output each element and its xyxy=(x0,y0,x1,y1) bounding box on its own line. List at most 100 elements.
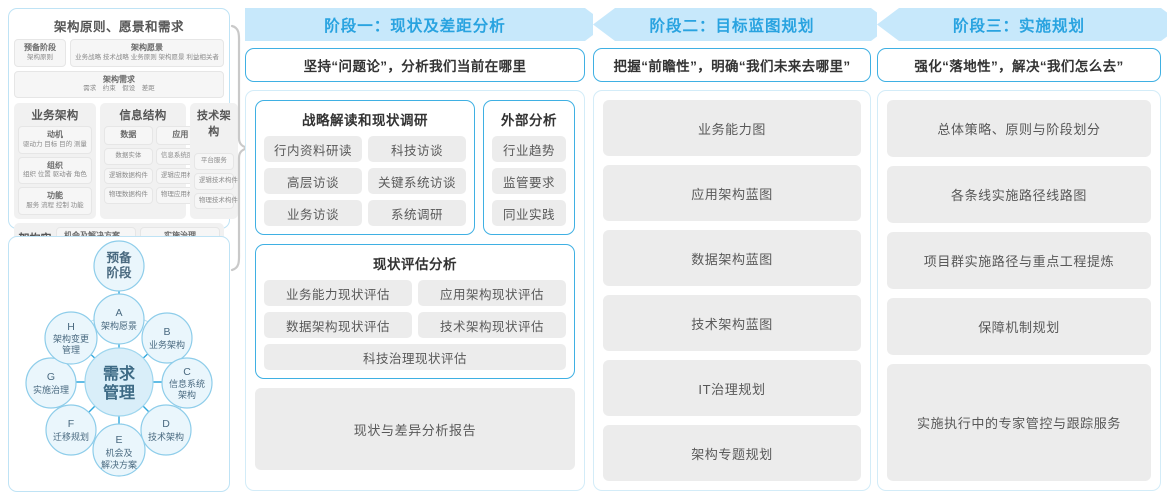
pill-item[interactable]: 科技访谈 xyxy=(368,136,466,162)
phase-1-header: 阶段一：现状及差距分析 xyxy=(245,8,607,41)
togaf-tech-item-1: 逻辑技术构件 xyxy=(193,172,238,190)
pill-item[interactable]: 应用架构现状评估 xyxy=(418,280,566,306)
togaf-requirements-block: 架构需求 需求 约束 假设 差距 xyxy=(14,70,224,99)
togaf-column-technology-title: 技术架构 xyxy=(196,110,231,139)
adm-node-d[interactable] xyxy=(140,404,192,456)
togaf-data-item-1: 逻辑数据构件 xyxy=(103,167,153,185)
adm-node-d-letter: D xyxy=(162,418,170,430)
togaf-block-organization: 组织 组织 位置 驱动者 角色 xyxy=(18,156,92,185)
pill-item[interactable]: 同业实践 xyxy=(492,200,566,226)
togaf-subcolumn-data: 数据 数据实体 逻辑数据构件 物理数据构件 xyxy=(103,126,153,205)
adm-node-f[interactable] xyxy=(45,404,97,456)
togaf-data-item-2-label: 物理数据构件 xyxy=(108,191,148,199)
togaf-adm-cycle-panel: 预备 阶段 需求 管理 A 架构愿景 B 业务架构 C 信息系统 架构 xyxy=(8,236,230,492)
adm-node-h-label-1: 架构变更 xyxy=(53,333,89,344)
card-external-analysis-title: 外部分析 xyxy=(501,113,557,128)
adm-node-c-label-1: 信息系统 xyxy=(169,378,205,389)
phase-1-report-output[interactable]: 现状与差异分析报告 xyxy=(255,388,575,470)
adm-node-e-label-1: 机会及 xyxy=(105,447,132,458)
left-column: 架构原则、愿景和需求 预备阶段 架构原则 架构愿景 业务战略 技术战略 业务原则… xyxy=(8,8,238,492)
togaf-block-function-head: 功能 xyxy=(46,191,63,201)
list-item[interactable]: 应用架构蓝图 xyxy=(603,165,861,221)
togaf-column-information-title: 信息结构 xyxy=(119,110,167,123)
phase-3-body: 总体策略、原则与阶段划分 各条线实施路径线路图 项目群实施路径与重点工程提炼 保… xyxy=(877,90,1161,491)
phase-2-subtitle: 把握“前瞻性”，明确“我们未来去哪里” xyxy=(593,48,871,82)
phase-3-notch-icon xyxy=(877,8,899,41)
list-item[interactable]: 保障机制规划 xyxy=(887,298,1151,356)
adm-node-prelim[interactable] xyxy=(93,240,145,292)
list-item[interactable]: 总体策略、原则与阶段划分 xyxy=(887,100,1151,158)
adm-center-node[interactable] xyxy=(84,347,154,417)
adm-node-e[interactable] xyxy=(92,423,146,477)
togaf-data-item-0: 数据实体 xyxy=(103,147,153,165)
phase-3-subtitle: 强化“落地性”，解决“我们怎么去” xyxy=(877,48,1161,82)
list-item[interactable]: 各条线实施路径线路图 xyxy=(887,166,1151,224)
phase-1-body: 战略解读和现状调研 行内资料研读 科技访谈 高层访谈 关键系统访谈 业务访谈 系 xyxy=(245,90,585,491)
phase-2-header: 阶段二：目标蓝图规划 xyxy=(593,8,893,41)
togaf-app-head: 应用 xyxy=(172,130,189,140)
adm-node-c-label-2: 架构 xyxy=(178,389,196,400)
pill-item[interactable]: 高层访谈 xyxy=(264,168,362,194)
list-item[interactable]: 技术架构蓝图 xyxy=(603,295,861,351)
adm-node-prelim-label-1: 预备 xyxy=(106,250,132,265)
adm-node-a[interactable] xyxy=(93,293,145,345)
pill-item[interactable]: 数据架构现状评估 xyxy=(264,312,412,338)
list-item[interactable]: 业务能力图 xyxy=(603,100,861,156)
togaf-data-item-2: 物理数据构件 xyxy=(103,187,153,205)
adm-node-prelim-label-2: 阶段 xyxy=(106,265,132,280)
togaf-prelim-sub: 架构原则 xyxy=(27,53,53,61)
adm-node-g-letter: G xyxy=(47,371,55,383)
togaf-app-item-0-label: 信息系统服务 xyxy=(160,151,200,159)
phase-3-header-label: 阶段三：实施规划 xyxy=(952,17,1085,35)
adm-node-f-letter: F xyxy=(68,418,74,430)
phase-2-header-label: 阶段二：目标蓝图规划 xyxy=(649,17,815,35)
togaf-block-motivation-head: 动机 xyxy=(46,130,63,140)
togaf-tech-item-0: 平台服务 xyxy=(193,153,234,170)
togaf-vision-block: 架构愿景 业务战略 技术战略 业务原则 架构愿景 利益相关者 xyxy=(70,39,224,67)
togaf-requirements-head: 架构需求 xyxy=(103,74,135,84)
phase-3: 阶段三：实施规划 强化“落地性”，解决“我们怎么去” 总体策略、原则与阶段划分 … xyxy=(877,8,1167,491)
togaf-content-framework-panel: 架构原则、愿景和需求 预备阶段 架构原则 架构愿景 业务战略 技术战略 业务原则… xyxy=(8,8,238,270)
togaf-app-item-1-label: 逻辑应用构件 xyxy=(160,171,200,179)
togaf-tech-item-1-label: 逻辑技术构件 xyxy=(198,176,238,184)
pill-item[interactable]: 监管要求 xyxy=(492,168,566,194)
pill-item[interactable]: 科技治理现状评估 xyxy=(264,344,566,370)
togaf-block-organization-sub: 组织 位置 驱动者 角色 xyxy=(23,171,87,179)
card-strategy-research: 战略解读和现状调研 行内资料研读 科技访谈 高层访谈 关键系统访谈 业务访谈 系 xyxy=(255,100,475,235)
list-item[interactable]: IT治理规划 xyxy=(603,360,861,416)
card-current-state-assessment-title: 现状评估分析 xyxy=(373,257,457,272)
phase-1-header-label: 阶段一：现状及差距分析 xyxy=(324,17,506,35)
adm-node-b[interactable] xyxy=(141,312,193,364)
adm-node-g[interactable] xyxy=(25,357,77,409)
pill-item[interactable]: 业务能力现状评估 xyxy=(264,280,412,306)
togaf-block-organization-head: 组织 xyxy=(46,160,63,170)
adm-node-c[interactable] xyxy=(161,357,213,409)
card-strategy-research-title: 战略解读和现状调研 xyxy=(302,113,428,128)
list-item[interactable]: 架构专题规划 xyxy=(603,425,861,481)
pill-item[interactable]: 系统调研 xyxy=(368,200,466,226)
adm-node-a-label: 架构愿景 xyxy=(101,320,137,331)
list-item[interactable]: 实施执行中的专家管控与跟踪服务 xyxy=(887,364,1151,482)
adm-node-g-label: 实施治理 xyxy=(33,384,69,395)
adm-node-b-letter: B xyxy=(163,326,170,338)
phase-2-body: 业务能力图 应用架构蓝图 数据架构蓝图 技术架构蓝图 IT治理规划 架构专题规划 xyxy=(593,90,871,491)
togaf-subcolumn-application: 应用 信息系统服务 逻辑应用构件 物理应用构件 xyxy=(155,126,205,205)
pill-item[interactable]: 关键系统访谈 xyxy=(368,168,466,194)
phase-2: 阶段二：目标蓝图规划 把握“前瞻性”，明确“我们未来去哪里” 业务能力图 应用架… xyxy=(593,8,893,491)
togaf-domain-columns: 业务架构 动机 驱动力 目标 目的 测量 组织 组织 位置 驱动者 角色 功能 xyxy=(14,103,238,219)
card-external-analysis-list: 行业趋势 监管要求 同业实践 xyxy=(492,136,566,226)
adm-node-h[interactable] xyxy=(44,311,98,365)
pill-item[interactable]: 行业趋势 xyxy=(492,136,566,162)
togaf-column-business: 业务架构 动机 驱动力 目标 目的 测量 组织 组织 位置 驱动者 角色 功能 xyxy=(14,103,96,219)
list-item[interactable]: 数据架构蓝图 xyxy=(603,230,861,286)
togaf-block-function: 功能 服务 流程 控制 功能 xyxy=(18,187,92,215)
togaf-column-technology: 技术架构 平台服务 逻辑技术构件 物理技术构件 xyxy=(189,103,238,219)
pill-item[interactable]: 业务访谈 xyxy=(264,200,362,226)
pill-item[interactable]: 技术架构现状评估 xyxy=(418,312,566,338)
adm-node-e-letter: E xyxy=(115,434,122,446)
phase-3-chevron-icon xyxy=(1161,8,1167,41)
pill-item[interactable]: 行内资料研读 xyxy=(264,136,362,162)
togaf-block-motivation: 动机 驱动力 目标 目的 测量 xyxy=(18,126,92,154)
list-item[interactable]: 项目群实施路径与重点工程提炼 xyxy=(887,232,1151,290)
